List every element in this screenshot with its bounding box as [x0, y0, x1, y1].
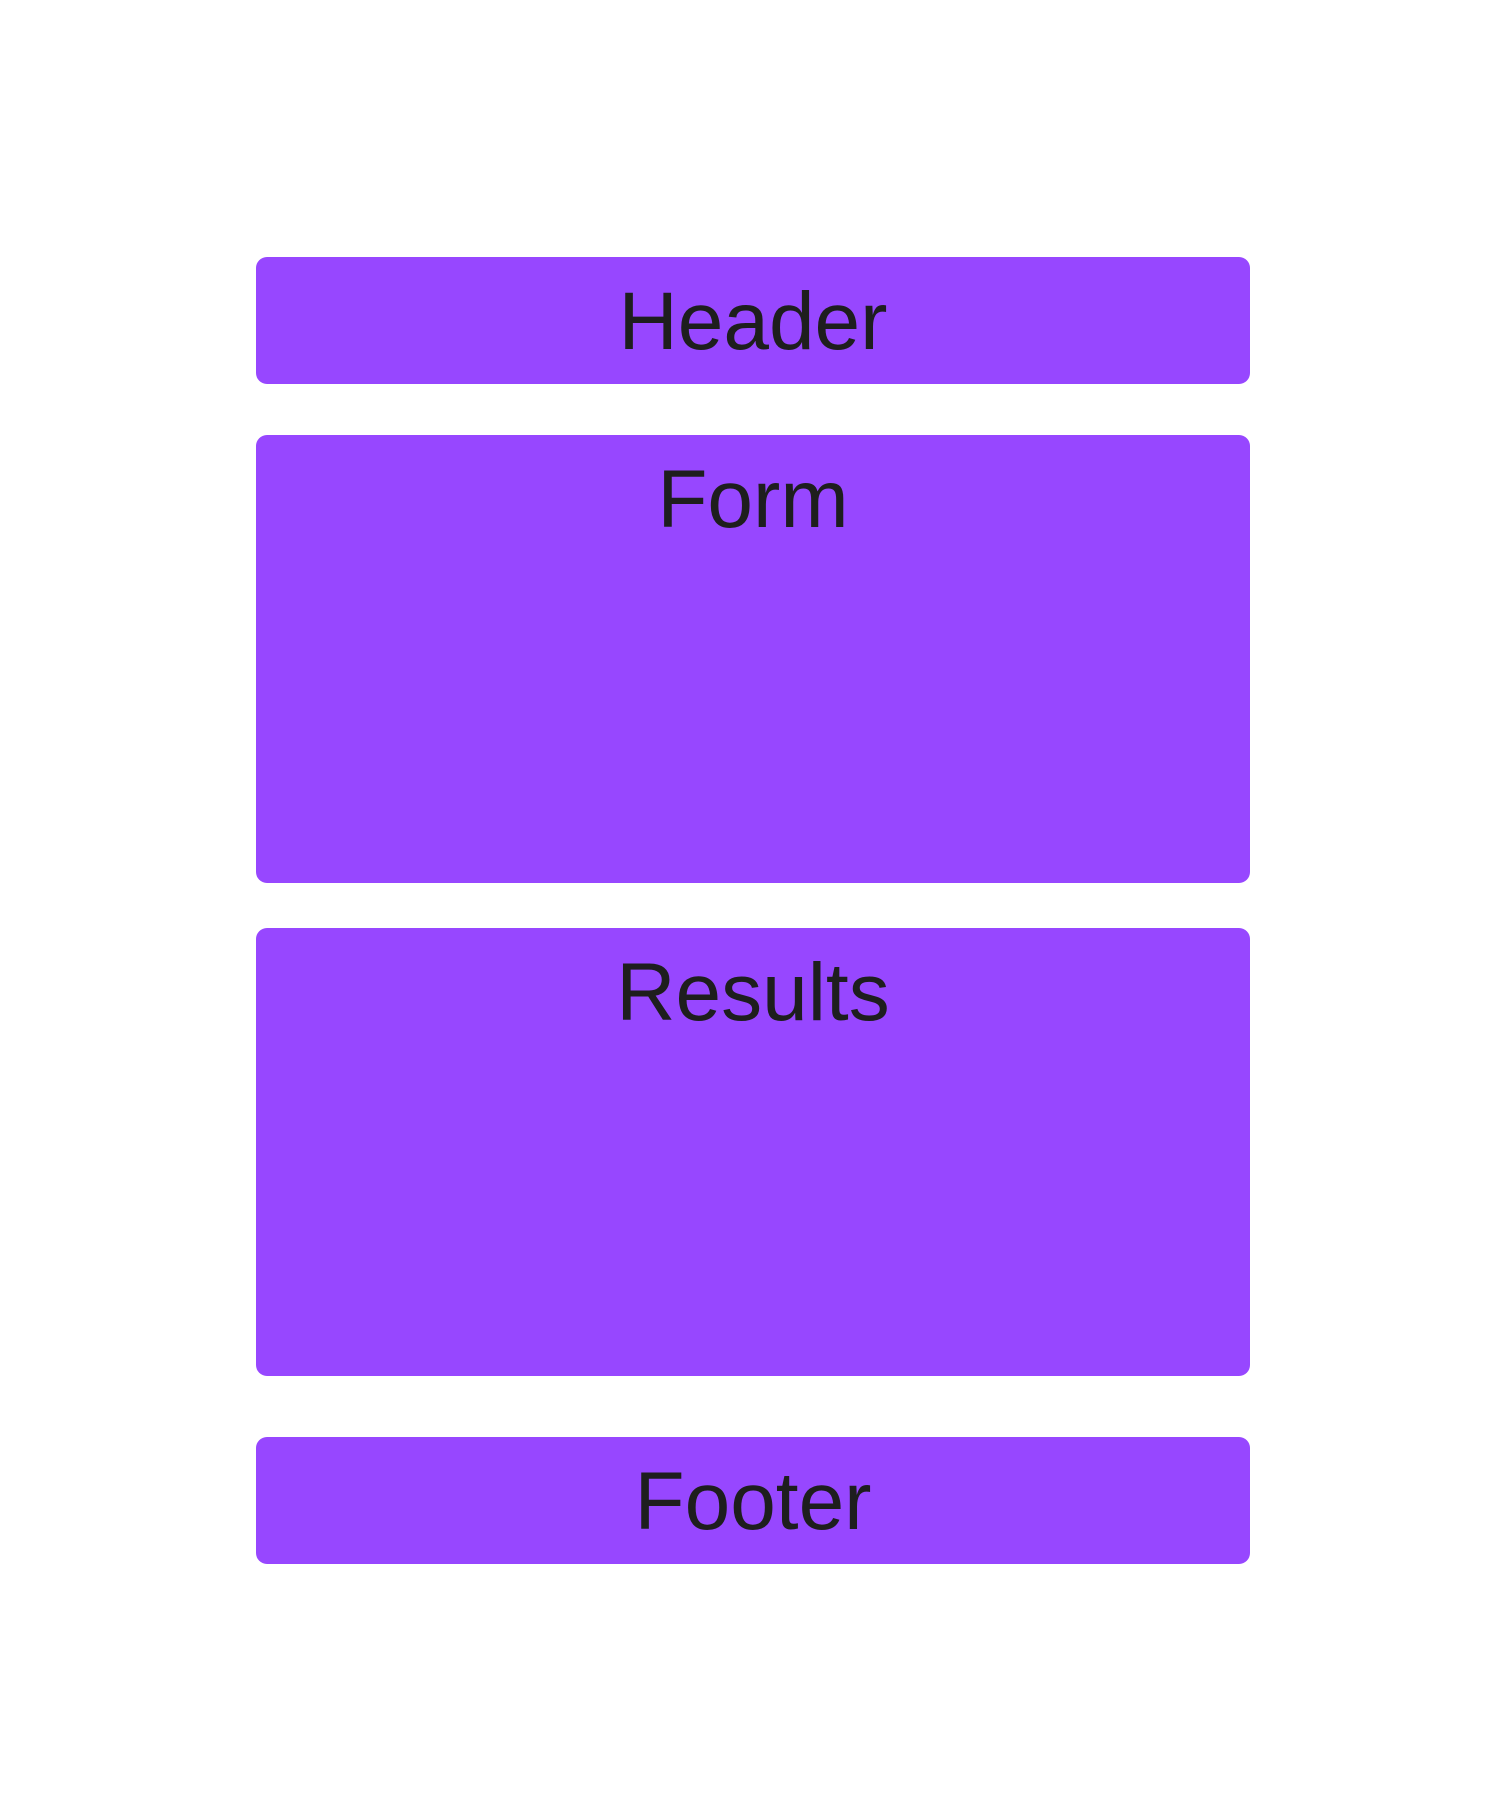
- footer-label: Footer: [634, 1456, 872, 1547]
- form-block: Form: [256, 435, 1250, 883]
- results-label: Results: [616, 947, 890, 1038]
- footer-block: Footer: [256, 1437, 1250, 1564]
- results-block: Results: [256, 928, 1250, 1376]
- header-block: Header: [256, 257, 1250, 384]
- form-label: Form: [657, 454, 849, 545]
- header-label: Header: [618, 276, 888, 367]
